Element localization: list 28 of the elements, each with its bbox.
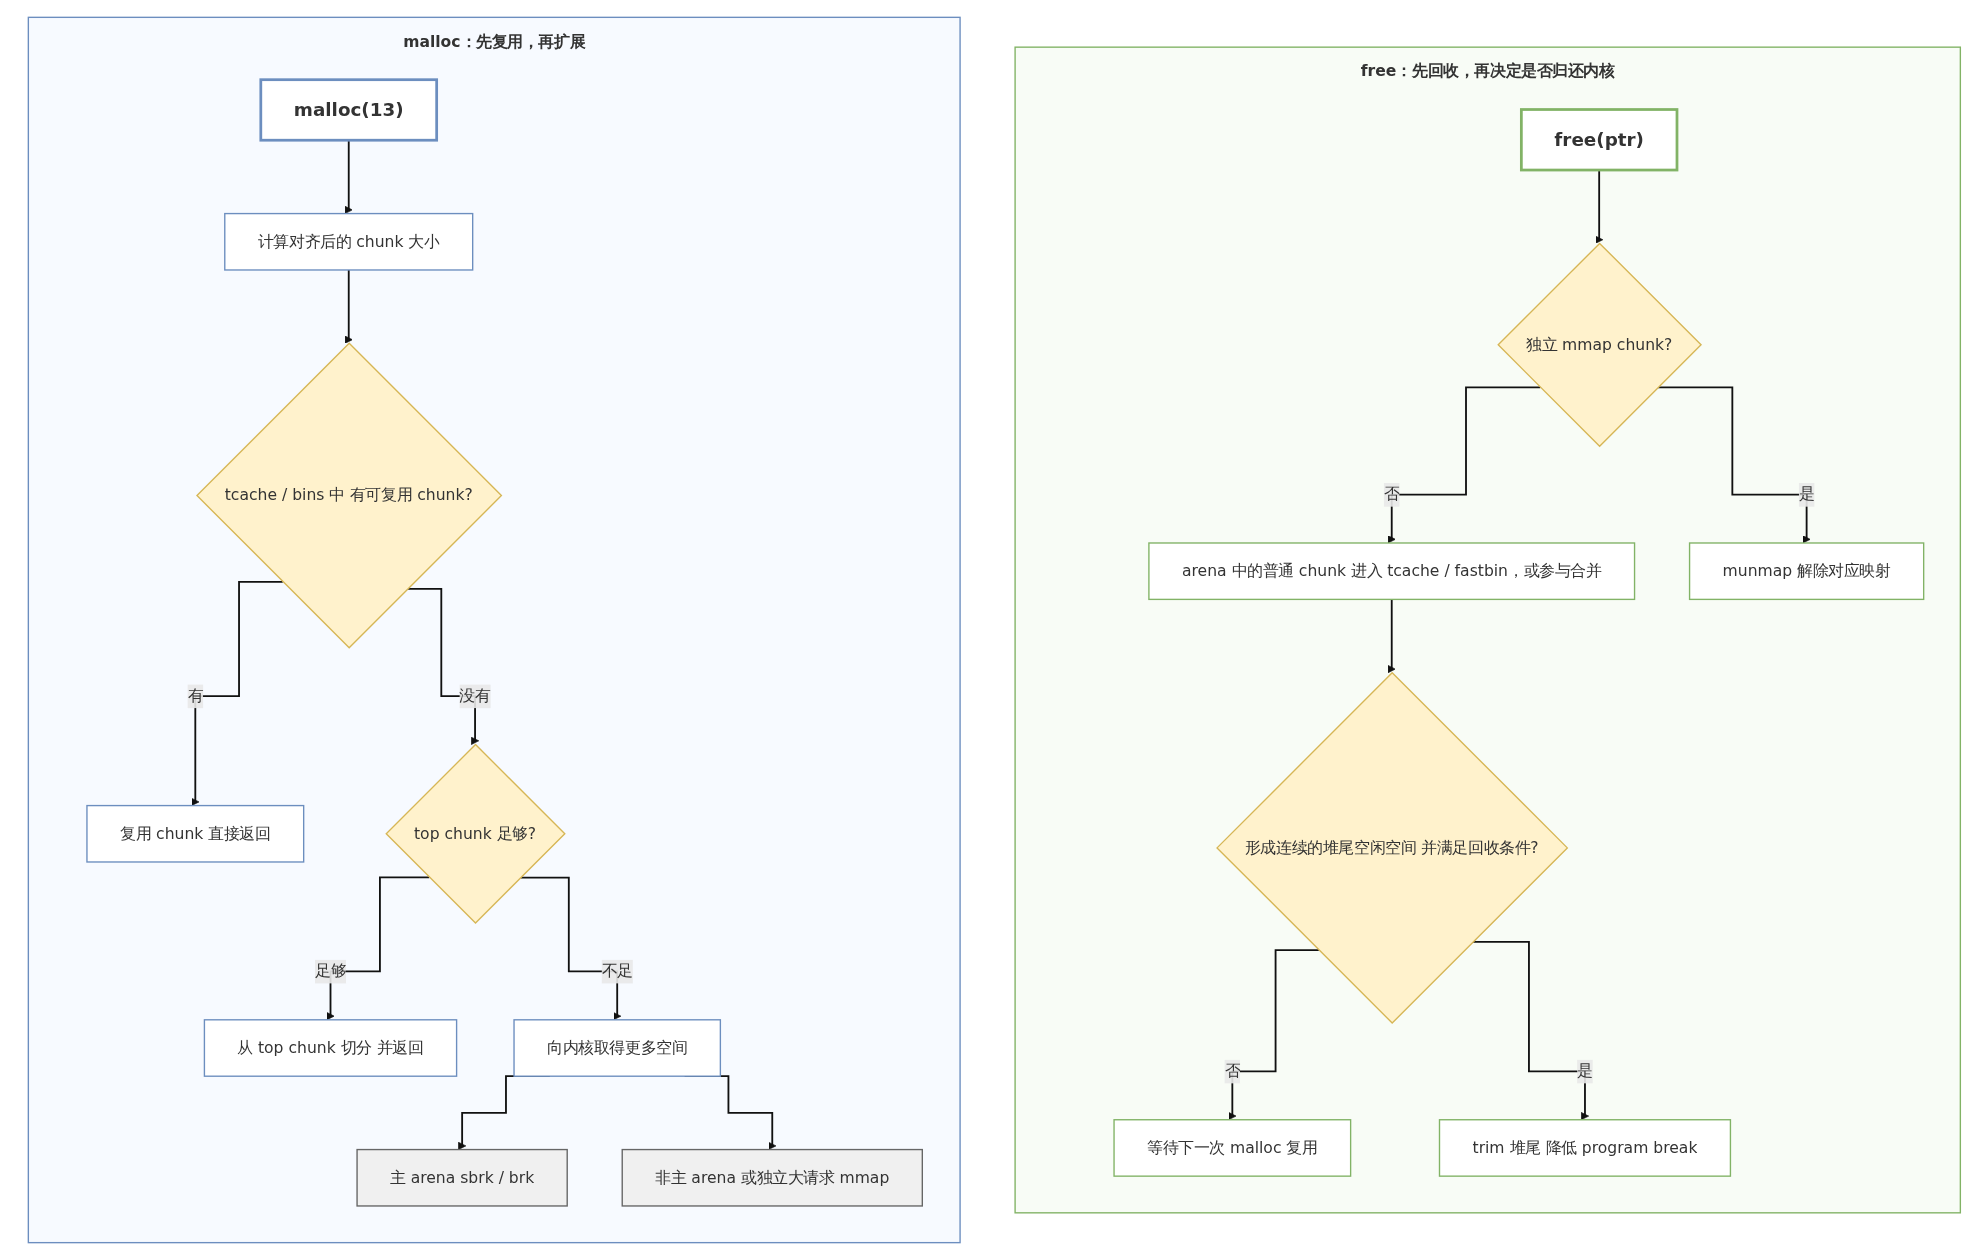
- node-diamond: 形成连续的堆尾空闲空间 并满足回收条件?: [1215, 671, 1568, 1024]
- node-diamond: tcache / bins 中 有可复用 chunk?: [195, 342, 502, 649]
- edge-label: 否: [1224, 1061, 1240, 1080]
- edge-label: 有: [187, 686, 203, 705]
- edge-label: 不足: [601, 961, 633, 980]
- node-box: free(ptr): [1519, 108, 1678, 172]
- node-box: 计算对齐后的 chunk 大小: [223, 212, 473, 271]
- node-box: 向内核取得更多空间: [513, 1019, 721, 1077]
- arrow: [344, 269, 353, 344]
- arrow: [1387, 386, 1541, 544]
- node-box: 等待下一次 malloc 复用: [1113, 1119, 1351, 1177]
- node-box: 复用 chunk 直接返回: [85, 804, 304, 863]
- edge-label: 否: [1383, 484, 1400, 504]
- edge-label: 是: [1576, 1061, 1593, 1080]
- node-box: trim 堆尾 降低 program break: [1438, 1119, 1731, 1177]
- node-box: munmap 解除对应映射: [1688, 542, 1924, 601]
- node-diamond: 独立 mmap chunk?: [1496, 242, 1702, 448]
- node-box: 从 top chunk 切分 并返回: [203, 1019, 457, 1077]
- edge-label: 足够: [314, 961, 346, 980]
- node-diamond: top chunk 足够?: [384, 743, 566, 925]
- node-box: arena 中的普通 chunk 进入 tcache / fastbin，或参与合并: [1147, 542, 1635, 601]
- edge-label: 是: [1798, 484, 1815, 504]
- edge-label: 没有: [459, 686, 491, 705]
- node-box: 非主 arena 或独立大请求 mmap: [621, 1148, 923, 1207]
- arrow: [190, 580, 284, 806]
- arrow: [1387, 598, 1396, 674]
- node-box: malloc(13): [259, 78, 438, 142]
- node-box: 主 arena sbrk / brk: [356, 1148, 568, 1207]
